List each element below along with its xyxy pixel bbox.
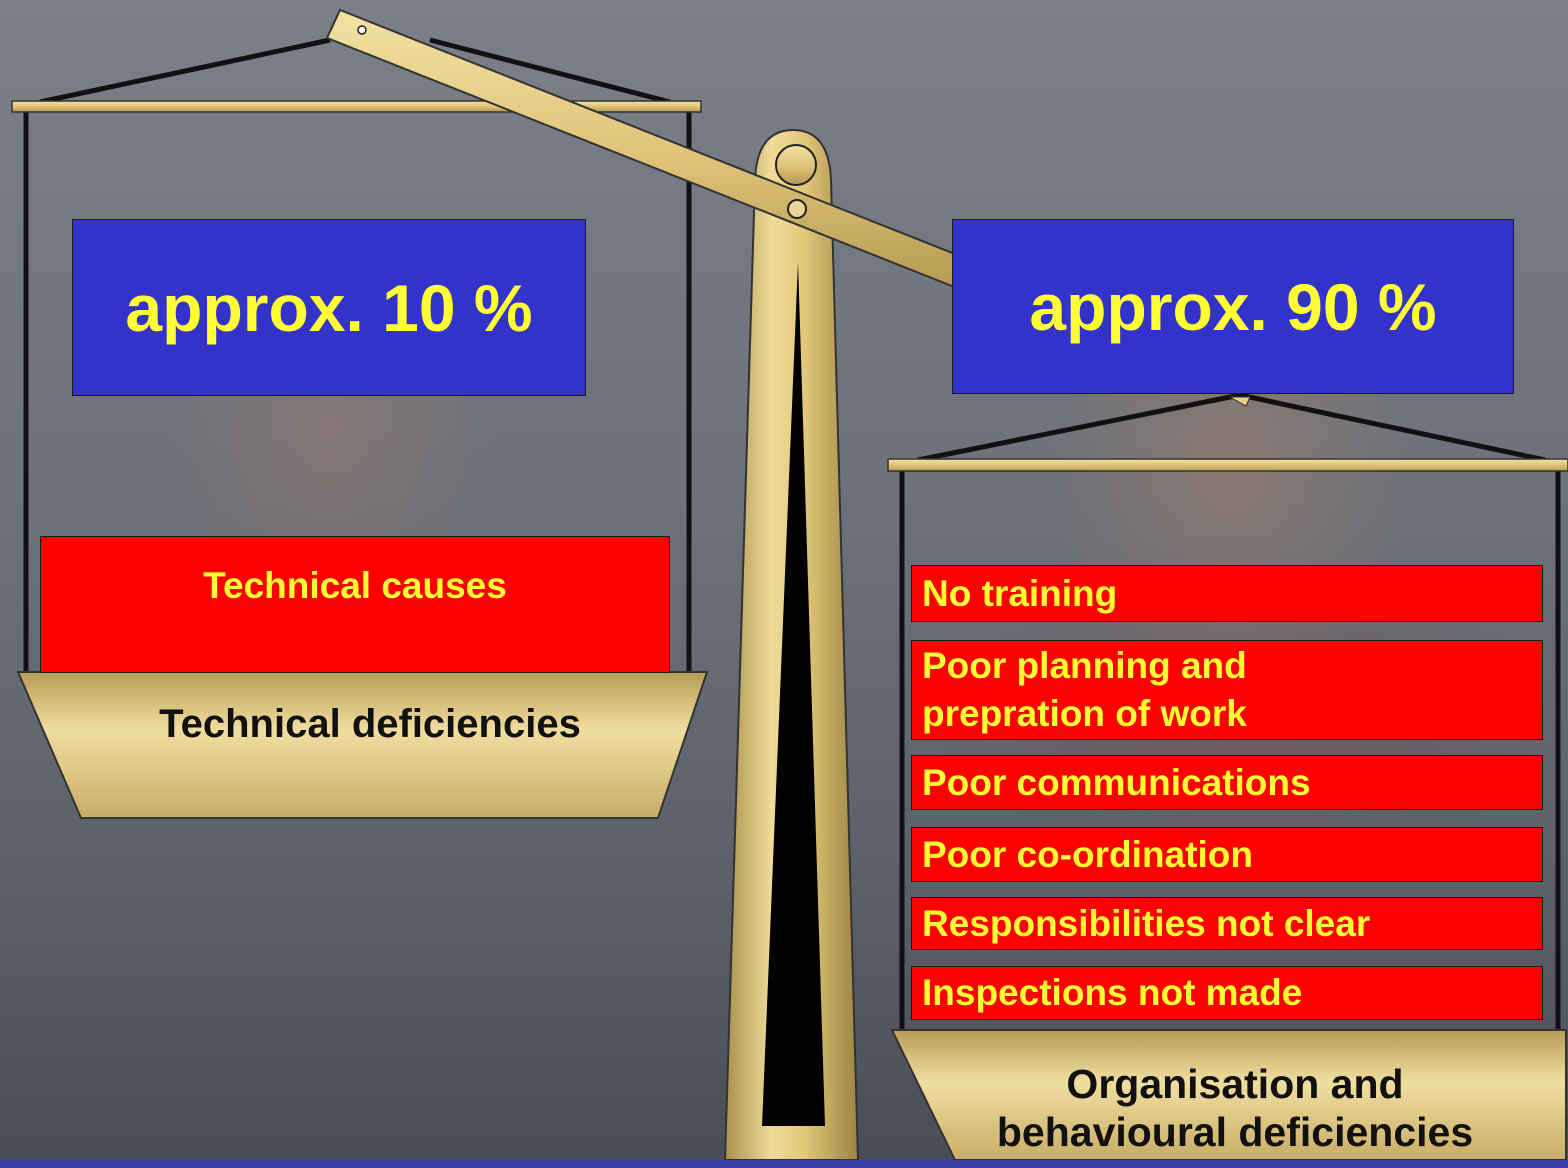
cause-text: No training (922, 572, 1118, 614)
right-percentage-box: approx. 90 % (952, 219, 1514, 394)
bottom-strip (0, 1160, 1568, 1168)
cause-item: Inspections not made (911, 966, 1543, 1020)
cause-text: Poor co-ordination (922, 833, 1253, 875)
cause-item: Poor communications (911, 755, 1543, 810)
technical-causes-text: Technical causes (203, 565, 507, 606)
scale-pillar (723, 128, 860, 1161)
cause-text: Poor communications (922, 761, 1311, 803)
cause-item: Poor co-ordination (911, 827, 1543, 882)
cause-text: Responsibilities not clear (922, 902, 1371, 944)
cause-item: No training (911, 565, 1543, 622)
right-plate-label: Organisation and behavioural deficiencie… (996, 1061, 1474, 1155)
cause-text: Inspections not made (922, 972, 1303, 1013)
cause-item: Poor planning and prepration of work (911, 640, 1543, 740)
cause-item: Responsibilities not clear (911, 897, 1543, 950)
left-percentage-text: approx. 10 % (125, 270, 533, 345)
cause-text: Poor planning and prepration of work (922, 645, 1247, 734)
right-hanger (887, 392, 1568, 1030)
technical-causes-box: Technical causes (40, 536, 670, 673)
left-plate-label: Technical deficiencies (159, 702, 581, 746)
right-percentage-text: approx. 90 % (1029, 269, 1437, 344)
left-percentage-box: approx. 10 % (72, 219, 586, 396)
left-hanger (11, 37, 702, 680)
